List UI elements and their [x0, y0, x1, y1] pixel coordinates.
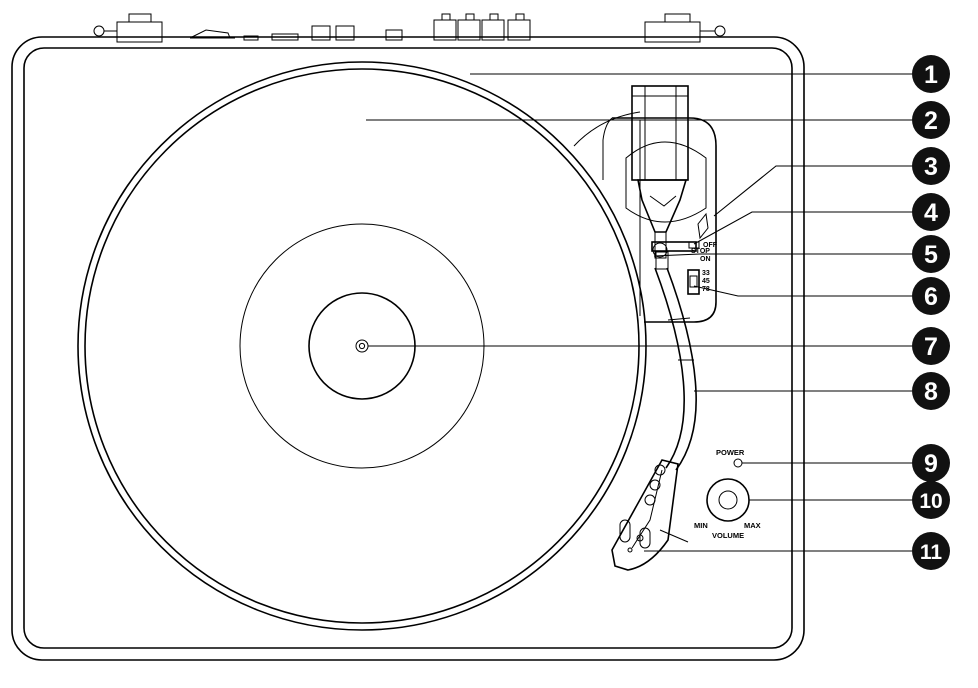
callout-9: 9 [912, 444, 950, 482]
callout-6: 6 [912, 277, 950, 315]
auto-stop-switch[interactable]: STOP OFF ON [688, 241, 718, 263]
callout-number: 1 [924, 61, 938, 89]
speed-33-label: 33 [702, 270, 710, 277]
off-label: OFF [703, 242, 718, 249]
power-label: POWER [716, 448, 745, 457]
callout-number: 10 [919, 490, 942, 513]
volume-label: VOLUME [712, 531, 744, 540]
callout-10: 10 [912, 481, 950, 519]
tonearm[interactable] [654, 267, 697, 471]
power-indicator: POWER [716, 448, 745, 468]
speed-78-label: 78 [702, 286, 710, 293]
cue-lever[interactable] [651, 212, 709, 270]
callout-number: 6 [924, 283, 938, 311]
tonearm-pivot [637, 179, 688, 259]
callout-number: 7 [924, 333, 938, 361]
callout-7: 7 [912, 327, 950, 365]
power-led-icon [733, 458, 743, 468]
volume-knob[interactable]: MIN MAX VOLUME [694, 478, 761, 540]
callout-4: 4 [912, 193, 950, 231]
volume-max-label: MAX [744, 521, 761, 530]
rear-connectors [190, 13, 531, 41]
speed-45-label: 45 [702, 278, 710, 285]
callout-2: 2 [912, 101, 950, 139]
stop-label: STOP [691, 248, 710, 255]
callout-number: 5 [924, 241, 938, 269]
speed-selector[interactable]: 33 45 78 [687, 269, 710, 295]
cabinet-inner [23, 47, 793, 649]
callout-number: 4 [924, 199, 938, 227]
callout-number: 11 [920, 541, 943, 564]
top-hinges [93, 13, 726, 43]
on-label: ON [700, 256, 711, 263]
spindle-icon[interactable] [355, 339, 369, 353]
cabinet-outer [11, 36, 805, 661]
callout-number: 2 [924, 107, 938, 135]
volume-min-label: MIN [694, 521, 708, 530]
callout-1: 1 [912, 55, 950, 93]
callout-11: 11 [912, 532, 950, 570]
callout-number: 8 [924, 378, 938, 406]
callout-number: 3 [924, 153, 938, 181]
leader-lines [366, 73, 912, 552]
headshell[interactable] [611, 459, 689, 571]
callout-number: 9 [924, 450, 938, 478]
callout-3: 3 [912, 147, 950, 185]
callout-5: 5 [912, 235, 950, 273]
callout-8: 8 [912, 372, 950, 410]
